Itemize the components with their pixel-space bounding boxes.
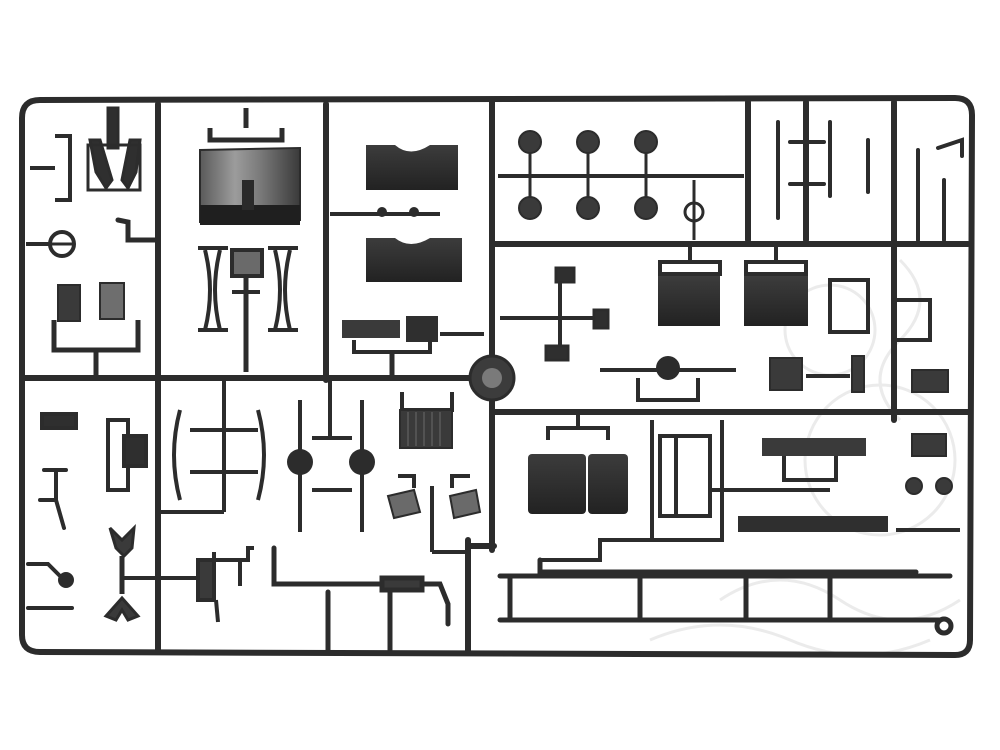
part-wheel-hubs bbox=[287, 380, 375, 532]
part-steering-wheel bbox=[26, 230, 76, 258]
part-hub bbox=[468, 354, 516, 402]
part-crank bbox=[115, 217, 159, 243]
part-small-blocks bbox=[769, 355, 949, 393]
part-levers-left bbox=[26, 412, 148, 610]
part-wrench bbox=[103, 523, 156, 622]
part-drive-shaft bbox=[600, 356, 736, 402]
part-leaf-springs bbox=[160, 380, 266, 514]
part-cab-frame bbox=[828, 278, 932, 342]
part-brackets bbox=[386, 474, 482, 554]
part-cab-roof bbox=[738, 438, 888, 532]
part-fenders bbox=[330, 145, 462, 282]
part-fuel-tanks bbox=[528, 412, 628, 514]
part-battery-boxes bbox=[658, 244, 808, 326]
part-springs bbox=[198, 246, 298, 372]
part-pedal-bracket bbox=[86, 106, 142, 192]
part-chassis-rails bbox=[497, 557, 954, 636]
part-radiator bbox=[399, 392, 454, 449]
part-cab-plate bbox=[199, 108, 301, 225]
part-pump bbox=[160, 546, 254, 623]
part-ladder-frame bbox=[540, 420, 830, 562]
part-clip-left bbox=[30, 134, 72, 202]
part-cross-tree bbox=[500, 266, 610, 362]
part-lamps bbox=[896, 433, 960, 532]
part-knob-tree bbox=[498, 130, 744, 240]
part-rods bbox=[776, 120, 964, 242]
part-seats bbox=[51, 282, 141, 376]
sprue-frame bbox=[19, 95, 975, 658]
part-axle-assembly bbox=[342, 316, 484, 378]
part-exhaust-pipe bbox=[271, 545, 451, 653]
